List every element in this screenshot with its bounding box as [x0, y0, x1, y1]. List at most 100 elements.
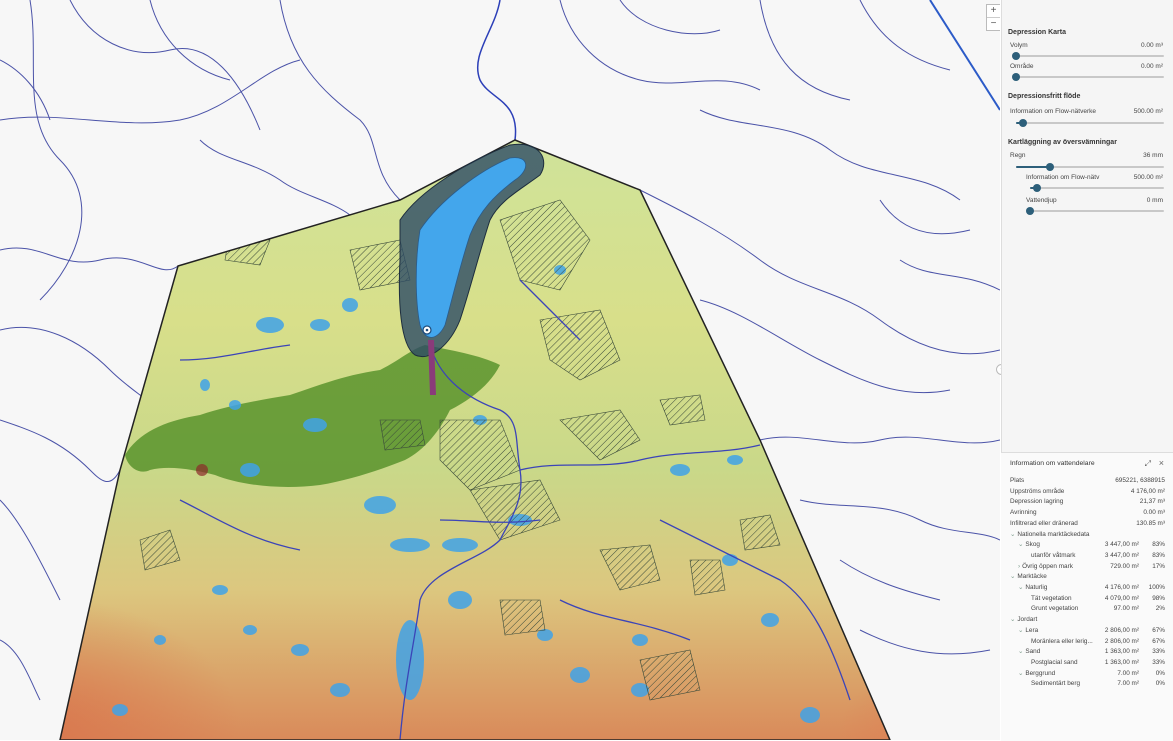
info-row-value: 1 363,00 m²	[1104, 658, 1139, 666]
chevron-down-icon[interactable]: ⌄	[1018, 584, 1024, 591]
chevron-down-icon[interactable]: ⌄	[1018, 648, 1024, 656]
info-row-value: 7.00 m²	[1117, 680, 1139, 688]
lakes	[112, 265, 820, 723]
info-row-key: Infiltrerad eller dränerad	[1010, 519, 1078, 527]
info-row-value: 3 447,00 m²	[1104, 541, 1139, 549]
close-icon[interactable]: ×	[1158, 458, 1164, 468]
info-row-value: 695221, 6388915	[1115, 477, 1165, 484]
info-row-value: 2 806,00 m²	[1104, 626, 1139, 634]
outlet-marker	[196, 464, 208, 476]
flow-value: 500.00 m²	[1133, 108, 1163, 115]
depression-lake[interactable]	[398, 143, 545, 395]
info-row-key: utanför våtmark	[1031, 551, 1076, 559]
chevron-down-icon[interactable]: ⌄	[1018, 626, 1024, 634]
chevron-down-icon[interactable]: ⌄	[1018, 669, 1024, 677]
volym-slider-handle[interactable]	[1012, 52, 1020, 60]
chevron-down-icon[interactable]: ⌄	[1010, 530, 1016, 538]
catchment-area[interactable]	[0, 139, 1000, 740]
info-row-percent: 0%	[1155, 669, 1165, 677]
flood-flow-slider-handle[interactable]	[1032, 184, 1041, 192]
vattendjup-slider[interactable]	[1026, 207, 1164, 215]
info-row: Sedimentärt berg 7.00 m² 0%	[1010, 679, 1165, 688]
chevron-down-icon[interactable]: ⌄	[1018, 541, 1024, 549]
expand-icon[interactable]: ⤢	[1144, 459, 1151, 468]
info-row-percent: 2%	[1155, 605, 1165, 613]
info-row[interactable]: ›Övrig öppen mark 729.00 m² 17%	[1010, 562, 1165, 571]
map-view[interactable]: + −	[0, 0, 1000, 740]
info-row-percent: 100%	[1148, 584, 1165, 591]
info-row[interactable]: ⌄Marktäcke	[1010, 572, 1165, 581]
info-row-key: Grunt vegetation	[1031, 605, 1079, 613]
info-row-key: Tät vegetation	[1031, 594, 1072, 602]
info-row-key: Övrig öppen mark	[1022, 562, 1073, 570]
flow-label: Information om Flow-nätverke	[1010, 108, 1096, 115]
regn-slider[interactable]	[1016, 163, 1164, 171]
info-row-value: 97.00 m²	[1113, 605, 1139, 613]
depression-section-title: Depression Karta	[1008, 29, 1066, 36]
vattendjup-slider-handle[interactable]	[1026, 207, 1034, 215]
wetland-areas	[139, 199, 781, 701]
info-row-value: 1 363,00 m²	[1104, 648, 1139, 656]
flood-section-title: Kartläggning av översvämningar	[1008, 139, 1117, 146]
info-row-key: Uppströms område	[1010, 487, 1065, 495]
info-row-percent: 98%	[1152, 594, 1165, 602]
flood-flow-slider[interactable]	[1030, 184, 1164, 192]
chevron-down-icon[interactable]: ⌄	[1010, 616, 1016, 624]
info-row-value: 729.00 m²	[1110, 562, 1139, 570]
info-row-percent: 67%	[1152, 637, 1165, 645]
volym-label: Volym	[1010, 42, 1028, 49]
omrade-slider-handle[interactable]	[1012, 73, 1020, 81]
info-row-percent: 17%	[1152, 562, 1165, 570]
info-row[interactable]: ⌄Nationella marktäckedata	[1010, 530, 1165, 539]
vattendjup-label: Vattendjup	[1026, 197, 1057, 204]
flood-flow-label: Information om Flow-nätv	[1026, 174, 1100, 181]
vattendjup-value: 0 mm	[1146, 197, 1163, 204]
zoom-out-button[interactable]: −	[987, 17, 1000, 30]
flood-flow-value: 500.00 m²	[1133, 174, 1163, 181]
info-row-value: 2 806,00 m²	[1104, 637, 1139, 645]
info-row[interactable]: ⌄Lera 2 806,00 m² 67%	[1010, 626, 1165, 635]
info-row-value: 130.85 m³	[1136, 519, 1165, 527]
info-row-percent: 33%	[1152, 648, 1165, 656]
map-canvas[interactable]	[0, 0, 1000, 740]
volym-slider[interactable]	[1012, 52, 1164, 60]
info-row-percent: 67%	[1152, 626, 1165, 634]
info-row-key: Plats	[1010, 477, 1025, 484]
info-row-percent: 83%	[1152, 551, 1165, 559]
chevron-right-icon[interactable]: ›	[1018, 562, 1021, 570]
regn-label: Regn	[1010, 152, 1026, 159]
info-row-key: Depression lagring	[1010, 498, 1064, 506]
location-pin-icon[interactable]	[422, 325, 432, 335]
info-row: Uppströms område 4 176,00 m²	[1010, 487, 1165, 496]
regn-slider-handle[interactable]	[1046, 163, 1055, 171]
info-row-key: Sedimentärt berg	[1031, 680, 1081, 688]
flow-slider-handle[interactable]	[1019, 119, 1028, 127]
inner-rivers	[179, 279, 851, 740]
info-row: Grunt vegetation 97.00 m² 2%	[1010, 604, 1165, 613]
chevron-down-icon[interactable]: ⌄	[1010, 573, 1016, 581]
zoom-controls: + −	[986, 4, 1000, 31]
omrade-slider[interactable]	[1012, 73, 1164, 81]
info-row-percent: 83%	[1152, 541, 1165, 549]
info-row-value: 4 176,00 m²	[1130, 487, 1165, 495]
highway-line	[929, 0, 1000, 111]
info-row-percent: 33%	[1152, 658, 1165, 666]
main-river-north	[477, 0, 517, 141]
info-row-key: Marktäcke	[1017, 573, 1047, 581]
info-row-percent: 0%	[1155, 680, 1165, 688]
zoom-in-button[interactable]: +	[990, 5, 997, 16]
info-row[interactable]: ⌄Jordart	[1010, 615, 1165, 624]
info-row: Infiltrerad eller dränerad 130.85 m³	[1010, 519, 1165, 528]
flow-slider[interactable]	[1016, 119, 1164, 127]
info-row-key: Lera	[1025, 626, 1039, 634]
